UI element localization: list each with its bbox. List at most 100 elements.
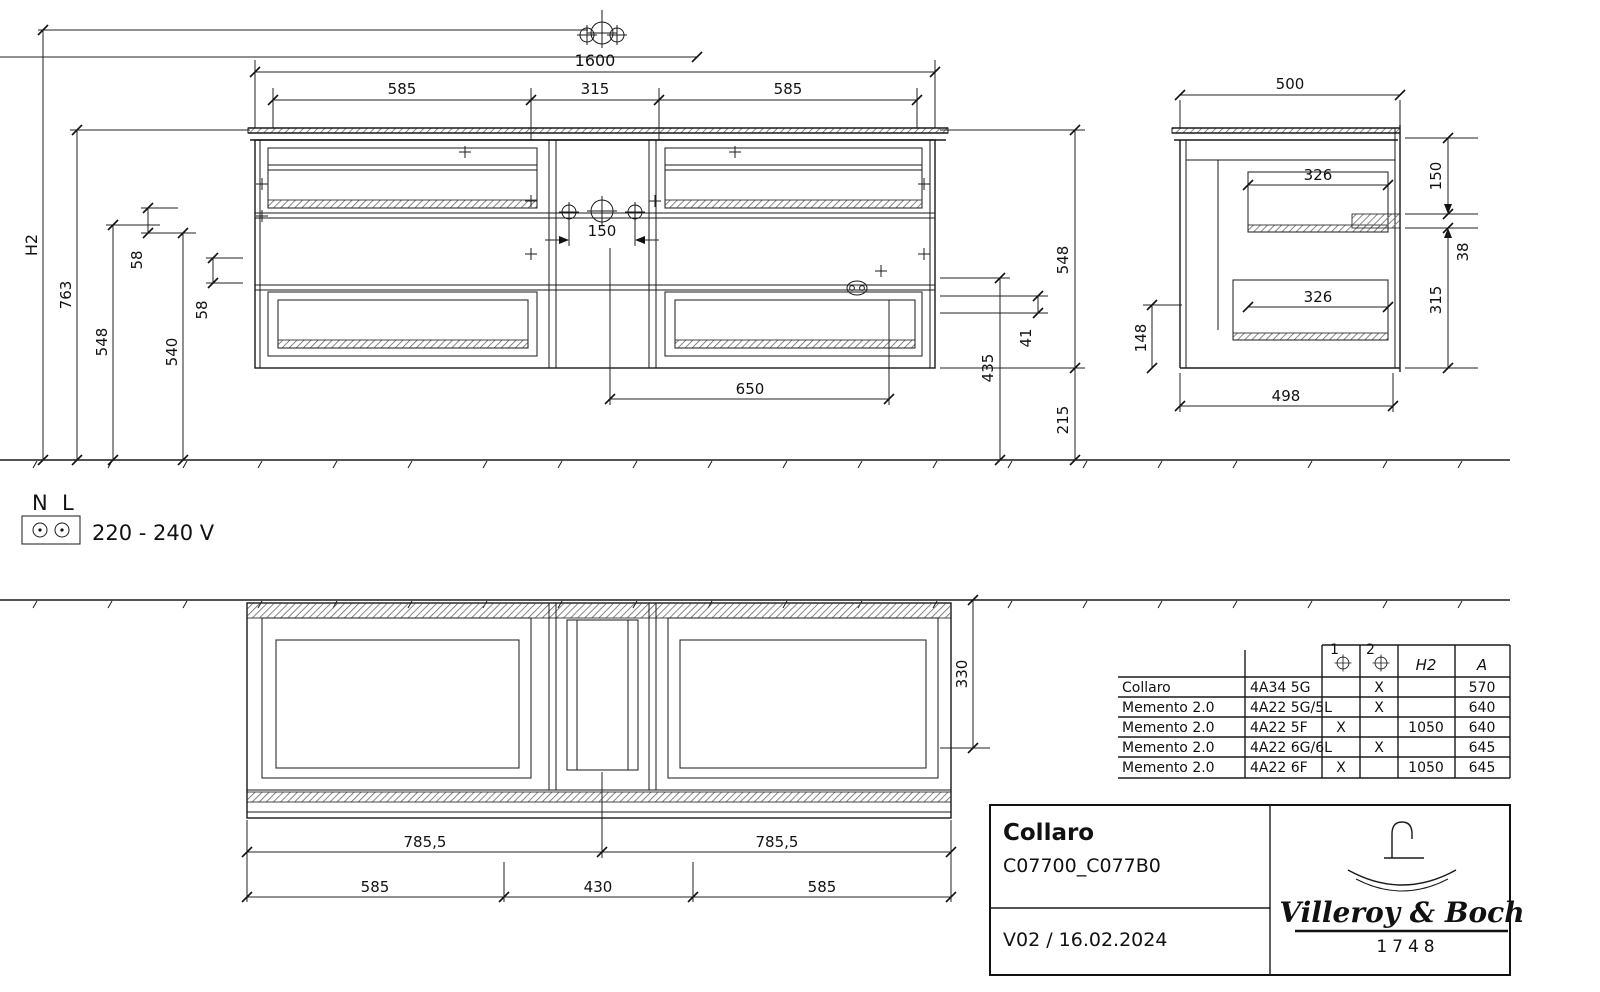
faucet-spacing-dimension: 150 <box>545 222 659 246</box>
faucet-2-hole-sup: 2 <box>1366 642 1375 658</box>
front-view: 1600 585 315 585 150 <box>0 10 1085 466</box>
row-tap1: X <box>1336 720 1346 736</box>
faucet-2-hole-icon <box>1372 654 1390 672</box>
table-row: Memento 2.0 4A22 5F X 1050 640 <box>1122 720 1495 736</box>
electrical-connection: N L 220 - 240 V <box>21 491 215 545</box>
article-number: C07700_C077B0 <box>1003 855 1161 877</box>
dim-faucet-spacing: 150 <box>588 222 617 240</box>
row-name: Memento 2.0 <box>1122 720 1215 736</box>
wall-bracket <box>1351 213 1401 229</box>
row-name: Memento 2.0 <box>1122 740 1215 756</box>
spec-table-grid <box>1118 644 1511 779</box>
floor-line <box>0 459 1510 469</box>
plan-dimensions: 785,5 785,5 585 430 585 330 <box>241 594 990 903</box>
table-row: Collaro 4A34 5G X 570 <box>1122 680 1495 696</box>
version-date: V02 / 16.02.2024 <box>1003 929 1167 951</box>
voltage-label: 220 - 240 V <box>92 521 215 545</box>
dim-763: 763 <box>57 281 75 310</box>
brand-logo-text: Villeroy & Boch <box>1279 896 1524 929</box>
dim-side-150: 150 <box>1427 162 1445 191</box>
dim-540: 540 <box>163 338 181 367</box>
front-right-dimensions: 435 41 548 215 <box>940 124 1085 466</box>
dim-bottom-depth: 498 <box>1272 387 1301 405</box>
header-h2: H2 <box>1416 656 1437 674</box>
plan-outline <box>246 602 952 819</box>
plan-view: 785,5 785,5 585 430 585 330 <box>241 594 990 903</box>
socket-span-dimension: 650 <box>604 248 895 405</box>
dim-front-total: 1600 <box>575 51 616 70</box>
row-name: Memento 2.0 <box>1122 700 1215 716</box>
row-code: 4A34 5G <box>1250 680 1311 696</box>
socket-box-icon <box>21 515 81 545</box>
spec-table-header: 1 2 H2 A <box>1330 642 1487 674</box>
dim-plan-right-half: 785,5 <box>756 833 799 851</box>
faucet-1-hole-sup: 1 <box>1330 642 1339 658</box>
row-a: 570 <box>1469 680 1496 696</box>
title-block: Collaro C07700_C077B0 V02 / 16.02.2024 V… <box>989 804 1525 976</box>
row-code: 4A22 6G/6L <box>1250 740 1332 756</box>
dim-435: 435 <box>979 354 997 383</box>
dim-front-right: 585 <box>774 80 803 98</box>
spec-table: 1 2 H2 A Collaro 4A34 5G X 570 Memento 2… <box>1118 642 1511 779</box>
row-tap1: X <box>1336 760 1346 776</box>
reference-lines <box>0 29 703 63</box>
line-label: L <box>62 491 74 515</box>
neutral-label: N <box>32 491 48 515</box>
dim-side-38: 38 <box>1454 242 1472 261</box>
dim-58-lower: 58 <box>193 300 211 319</box>
front-top-dimensions: 1600 585 315 585 <box>249 51 941 140</box>
spec-table-rows: Collaro 4A34 5G X 570 Memento 2.0 4A22 5… <box>1122 680 1495 776</box>
table-row: Memento 2.0 4A22 6G/6L X 645 <box>1122 740 1495 756</box>
dim-plan-585-left: 585 <box>361 878 390 896</box>
dim-socket-span: 650 <box>736 380 765 398</box>
dim-side-315: 315 <box>1427 286 1445 315</box>
front-left-dimensions: H2 763 548 58 58 540 <box>22 24 250 466</box>
row-h2: 1050 <box>1408 760 1444 776</box>
dim-drawer-lower: 326 <box>1304 288 1333 306</box>
header-a: A <box>1476 656 1487 674</box>
dim-215: 215 <box>1054 406 1072 435</box>
dim-front-left: 585 <box>388 80 417 98</box>
row-code: 4A22 6F <box>1250 760 1308 776</box>
side-dimensions: 500 326 326 150 38 315 148 <box>1132 75 1478 412</box>
brand-year: 1748 <box>1376 937 1439 957</box>
dim-41: 41 <box>1017 328 1035 347</box>
dim-drawer-upper: 326 <box>1304 166 1333 184</box>
plan-drawers <box>261 617 939 779</box>
row-tap2: X <box>1374 700 1384 716</box>
row-a: 640 <box>1469 700 1496 716</box>
dim-plan-left-half: 785,5 <box>404 833 447 851</box>
power-socket-icon <box>846 280 868 296</box>
row-name: Memento 2.0 <box>1122 760 1215 776</box>
dim-plan-330: 330 <box>953 660 971 689</box>
row-a: 640 <box>1469 720 1496 736</box>
row-h2: 1050 <box>1408 720 1444 736</box>
dim-side-148: 148 <box>1132 324 1150 353</box>
dim-548-right: 548 <box>1054 246 1072 275</box>
front-cabinet-outline <box>247 127 949 369</box>
table-row: Memento 2.0 4A22 5G/5L X 640 <box>1122 700 1495 716</box>
row-tap2: X <box>1374 740 1384 756</box>
row-code: 4A22 5G/5L <box>1250 700 1332 716</box>
row-code: 4A22 5F <box>1250 720 1308 736</box>
side-cabinet-outline <box>1171 125 1401 372</box>
row-name: Collaro <box>1122 680 1171 696</box>
brand-faucet-icon <box>1347 821 1457 892</box>
row-a: 645 <box>1469 740 1496 756</box>
table-row: Memento 2.0 4A22 6F X 1050 645 <box>1122 760 1495 776</box>
dim-side-depth: 500 <box>1276 75 1305 93</box>
dim-58-upper: 58 <box>128 250 146 269</box>
dim-plan-430: 430 <box>584 878 613 896</box>
dim-plan-585-right: 585 <box>808 878 837 896</box>
row-a: 645 <box>1469 760 1496 776</box>
front-drawers <box>267 147 923 357</box>
dim-h2: H2 <box>22 234 41 256</box>
side-view: 500 326 326 150 38 315 148 <box>1132 75 1478 412</box>
dim-front-center: 315 <box>581 80 610 98</box>
dim-548-left: 548 <box>93 328 111 357</box>
row-tap2: X <box>1374 680 1384 696</box>
side-drawer-boxes <box>1232 171 1401 341</box>
product-name: Collaro <box>1003 820 1094 846</box>
